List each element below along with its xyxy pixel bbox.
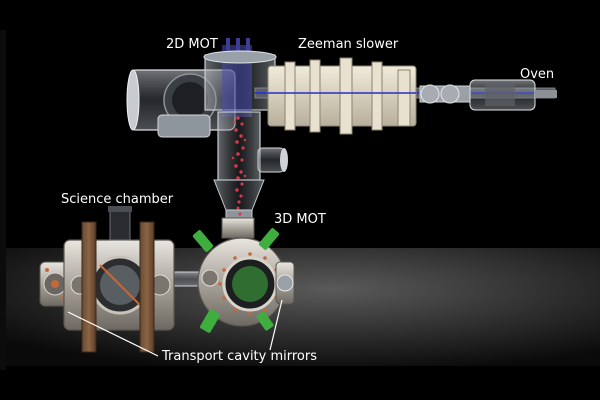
- label-3d-mot: 3D MOT: [274, 212, 326, 227]
- label-science-chamber: Science chamber: [61, 192, 174, 207]
- label-transport-cavity-mirrors: Transport cavity mirrors: [162, 349, 317, 364]
- atom-beam: [231, 116, 247, 216]
- mot3d-chamber: [192, 217, 287, 333]
- label-zeeman-slower: Zeeman slower: [298, 37, 399, 52]
- label-oven: Oven: [520, 67, 555, 82]
- oven-assembly: [419, 79, 557, 111]
- zeeman-slower-coils: [267, 57, 417, 135]
- label-pointers: [67, 299, 283, 357]
- science-assembly: [39, 206, 295, 353]
- right-cavity-mirror: [275, 261, 295, 305]
- label-2d-mot: 2D MOT: [166, 37, 218, 52]
